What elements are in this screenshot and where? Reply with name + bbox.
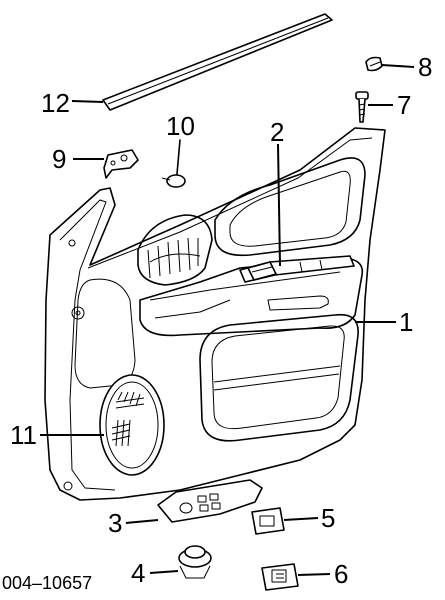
- fastener-pin-part: [161, 139, 186, 188]
- callout-3: 3: [108, 508, 122, 538]
- callout-12: 12: [41, 88, 70, 118]
- leader-2: [277, 143, 281, 267]
- callout-labels: 1 2 3 4 5 6 7 8 9 10 11 12: [10, 52, 432, 589]
- screw-part: [355, 91, 369, 123]
- leader-lines: [40, 64, 415, 576]
- callout-1: 1: [399, 307, 413, 337]
- switch-5-part: [251, 507, 285, 535]
- leader-6: [297, 573, 331, 576]
- switch-6-part: [261, 563, 299, 591]
- window-switch-part: [247, 261, 277, 281]
- leader-8: [381, 64, 415, 68]
- callout-6: 6: [334, 559, 348, 589]
- round-switch-part: [178, 545, 212, 579]
- callout-7: 7: [397, 90, 411, 120]
- leader-3: [125, 519, 159, 524]
- callout-9: 9: [52, 144, 66, 174]
- callout-2: 2: [270, 117, 284, 147]
- callout-8: 8: [418, 52, 432, 82]
- leader-4: [149, 570, 179, 574]
- switch-bezel-part: [157, 479, 263, 523]
- speaker-grille-part: [99, 374, 165, 476]
- callout-4: 4: [131, 558, 145, 588]
- callout-11: 11: [10, 420, 37, 450]
- belt-weatherstrip-part: [102, 13, 333, 111]
- leader-5: [283, 517, 319, 521]
- leader-12: [71, 100, 104, 103]
- push-in-clip-part: [365, 56, 383, 72]
- door-trim-panel-part: [44, 127, 386, 501]
- bracket-part: [103, 149, 139, 179]
- callout-5: 5: [321, 503, 335, 533]
- figure-code: 004–10657: [2, 573, 92, 593]
- callout-10: 10: [166, 111, 195, 141]
